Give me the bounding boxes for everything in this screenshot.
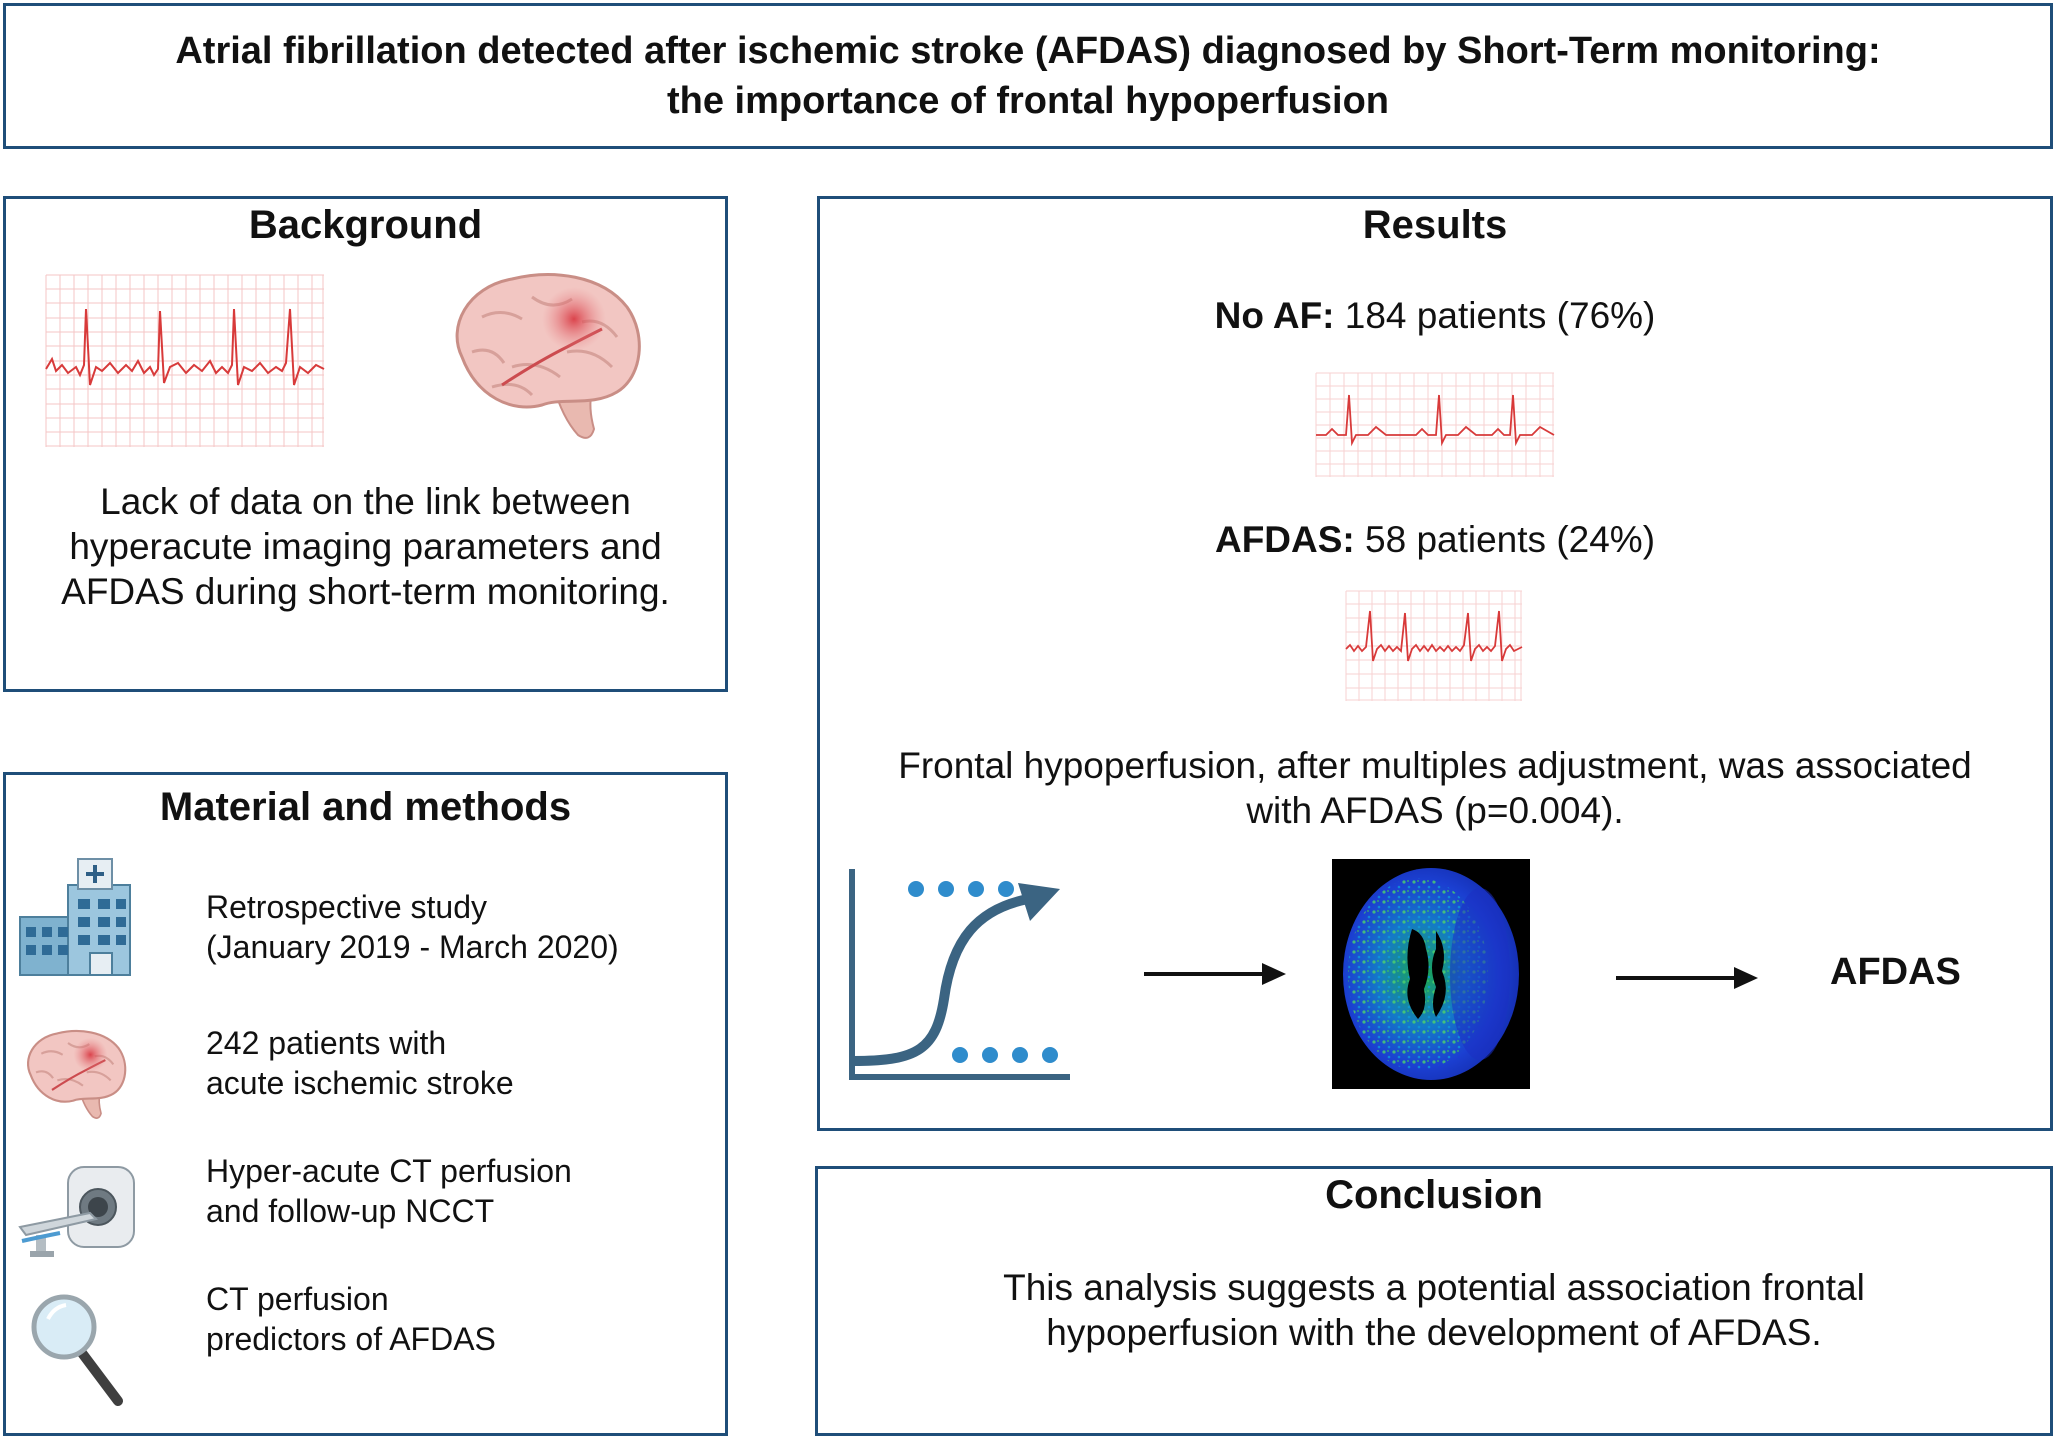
methods-panel: Material and methods Retrospective study… — [3, 772, 728, 1436]
arrow-right-icon-2 — [1616, 967, 1758, 989]
background-text: Lack of data on the link between hyperac… — [6, 479, 725, 614]
normal-ecg-icon — [1315, 372, 1555, 477]
method-item-2-line-1: 242 patients with — [206, 1025, 447, 1061]
conclusion-text-line-2: hypoperfusion with the development of AF… — [1046, 1312, 1822, 1353]
background-heading: Background — [248, 203, 483, 247]
arrow-right-icon — [1144, 963, 1286, 985]
no-af-value: 184 patients (76%) — [1344, 295, 1656, 336]
method-item-4: CT perfusion predictors of AFDAS — [206, 1279, 496, 1359]
title-box: Atrial fibrillation detected after ische… — [3, 3, 2053, 149]
conclusion-text: This analysis suggests a potential assoc… — [818, 1265, 2050, 1355]
results-heading: Results — [1362, 203, 1508, 247]
ct-perfusion-map-image — [1332, 859, 1530, 1089]
method-item-2: 242 patients with acute ischemic stroke — [206, 1023, 514, 1103]
outcome-label: AFDAS — [1830, 951, 1961, 993]
af-ecg-icon — [1345, 590, 1523, 701]
ct-scanner-icon — [18, 1166, 135, 1257]
background-text-line-1: Lack of data on the link between — [100, 481, 631, 522]
finding-text-line-1: Frontal hypoperfusion, after multiples a… — [898, 745, 1972, 786]
afdas-label: AFDAS: — [1214, 519, 1355, 560]
finding-text-line-2: with AFDAS (p=0.004). — [1246, 790, 1624, 831]
method-item-1: Retrospective study (January 2019 - Marc… — [206, 887, 619, 967]
main-title-line-1: Atrial fibrillation detected after ische… — [175, 30, 1881, 72]
conclusion-panel: Conclusion This analysis suggests a pote… — [815, 1166, 2053, 1436]
afdas-stat: AFDAS: 58 patients (24%) — [820, 519, 2050, 561]
conclusion-heading: Conclusion — [1325, 1173, 1543, 1217]
no-af-stat: No AF: 184 patients (76%) — [820, 295, 2050, 337]
results-panel: Results No AF: 184 patients (76%) AFDAS:… — [817, 196, 2053, 1131]
main-title-line-2: the importance of frontal hypoperfusion — [666, 80, 1390, 122]
hospital-icon — [19, 858, 131, 976]
methods-heading: Material and methods — [159, 785, 572, 829]
method-item-3-line-2: and follow-up NCCT — [206, 1193, 495, 1229]
method-item-2-line-2: acute ischemic stroke — [206, 1065, 514, 1101]
magnifier-icon — [31, 1294, 123, 1406]
method-item-4-line-2: predictors of AFDAS — [206, 1321, 496, 1357]
background-text-line-2: hyperacute imaging parameters and — [69, 526, 662, 567]
background-text-line-3: AFDAS during short-term monitoring. — [61, 571, 670, 612]
no-af-label: No AF: — [1214, 295, 1335, 336]
logistic-regression-icon — [849, 869, 1070, 1080]
finding-text: Frontal hypoperfusion, after multiples a… — [820, 743, 2050, 833]
brain-small-icon — [26, 1030, 127, 1119]
afdas-value: 58 patients (24%) — [1365, 519, 1656, 560]
background-panel: Background Lack of data on the link betw… — [3, 196, 728, 692]
conclusion-text-line-1: This analysis suggests a potential assoc… — [1003, 1267, 1865, 1308]
method-item-1-line-2: (January 2019 - March 2020) — [206, 929, 619, 965]
ecg-strip-icon — [45, 274, 325, 447]
method-item-3: Hyper-acute CT perfusion and follow-up N… — [206, 1151, 572, 1231]
method-item-1-line-1: Retrospective study — [206, 889, 488, 925]
method-item-3-line-1: Hyper-acute CT perfusion — [206, 1153, 572, 1189]
brain-icon — [455, 273, 641, 439]
method-item-4-line-1: CT perfusion — [206, 1281, 389, 1317]
